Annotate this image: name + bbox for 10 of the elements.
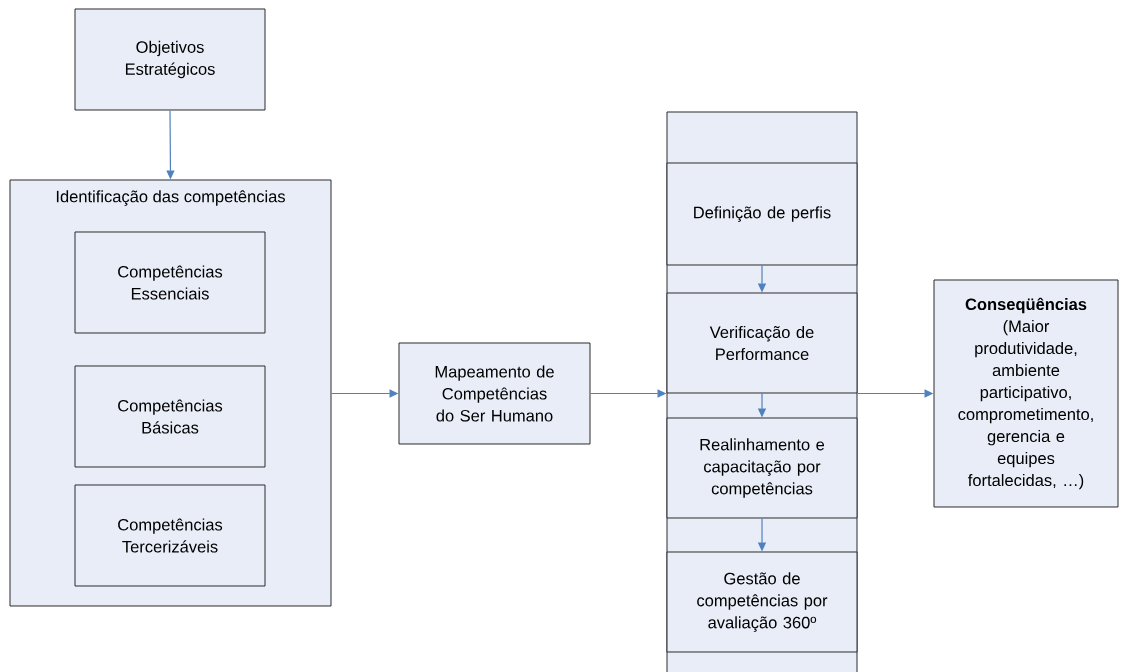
process-box: Realinhamento e capacitação por competências bbox=[666, 417, 858, 519]
process-box: Mapeamento de Competências do Ser Humano bbox=[398, 342, 591, 445]
process-box: Competências Básicas bbox=[74, 365, 266, 468]
process-box: Objetivos Estratégicos bbox=[74, 8, 266, 111]
process-box: Definição de perfis bbox=[666, 162, 858, 266]
process-box: Gestão de competências por avaliação 360º bbox=[666, 551, 858, 653]
process-box: Competências Essenciais bbox=[74, 231, 266, 334]
process-box: Conseqüências (Maior produtividade, ambiente participativo, comprometimento, gerencia e equipes fortalecidas, …) bbox=[933, 279, 1119, 508]
process-box: Competências Tercerizáveis bbox=[74, 484, 266, 587]
process-box: Verificação de Performance bbox=[666, 292, 858, 394]
